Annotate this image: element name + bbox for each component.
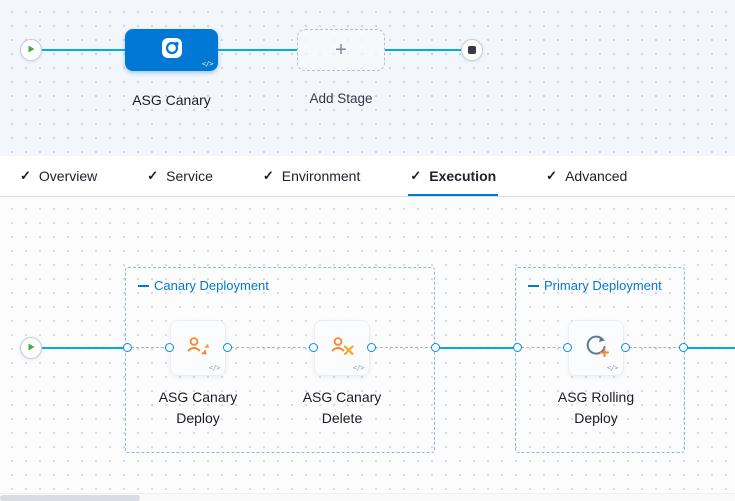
tab-label: Overview <box>38 168 98 184</box>
group-dash-icon <box>138 284 149 287</box>
edge-connector[interactable] <box>309 343 318 352</box>
stage-label: ASG Canary <box>132 92 211 108</box>
code-icon: </> <box>208 364 221 372</box>
code-icon: </> <box>606 364 619 372</box>
execution-edge <box>42 347 127 349</box>
tab-label: Execution <box>429 168 497 184</box>
execution-start-node <box>20 337 42 359</box>
scrollbar-thumb[interactable] <box>0 495 140 501</box>
edge-connector[interactable] <box>123 343 132 352</box>
pipeline-canvas: </> + ASG Canary Add Stage <box>0 0 735 156</box>
check-icon: ✓ <box>20 168 31 183</box>
asg-canary-deploy-icon <box>184 332 212 365</box>
check-icon: ✓ <box>147 168 159 183</box>
execution-edge-dashed <box>629 347 681 348</box>
group-dash-icon <box>528 284 539 287</box>
check-icon: ✓ <box>410 168 422 183</box>
tab-label: Environment <box>281 168 361 184</box>
edge-connector[interactable] <box>367 343 376 352</box>
pipeline-edge <box>385 49 461 51</box>
pipeline-edge <box>42 49 125 51</box>
edge-connector[interactable] <box>223 343 232 352</box>
step-label: ASG Canary Deploy <box>158 389 238 426</box>
check-icon: ✓ <box>262 168 274 183</box>
group-title: Primary Deployment <box>528 278 662 293</box>
group-title-label: Primary Deployment <box>544 278 662 293</box>
step-label: ASG Rolling Deploy <box>557 389 635 426</box>
tab-service[interactable]: ✓ Service <box>147 156 213 196</box>
stop-icon <box>468 46 476 54</box>
stage-tabs: ✓ Overview ✓ Service ✓ Environment ✓ Exe… <box>0 156 735 197</box>
edge-connector[interactable] <box>165 343 174 352</box>
step-asg-canary-deploy[interactable]: </> <box>170 320 226 376</box>
step-group-primary-deployment[interactable]: Primary Deployment <box>515 267 685 453</box>
edge-connector[interactable] <box>431 343 440 352</box>
add-stage-label: Add Stage <box>309 91 373 106</box>
tab-label: Advanced <box>565 168 628 184</box>
edge-connector[interactable] <box>679 343 688 352</box>
tab-execution[interactable]: ✓ Execution <box>408 156 498 196</box>
edge-connector[interactable] <box>563 343 572 352</box>
execution-edge-dashed <box>375 347 433 348</box>
plus-icon: + <box>335 38 347 61</box>
play-icon <box>26 339 36 357</box>
group-title-label: Canary Deployment <box>154 278 269 293</box>
play-icon <box>26 41 36 59</box>
harness-stage-icon <box>160 36 184 65</box>
tab-advanced[interactable]: ✓ Advanced <box>546 156 627 196</box>
pipeline-edge <box>218 49 297 51</box>
execution-edge <box>683 347 735 349</box>
stage-node-asg-canary[interactable]: </> <box>125 29 218 71</box>
code-icon: </> <box>352 364 365 372</box>
execution-edge-dashed <box>521 347 566 348</box>
tab-label: Service <box>166 168 213 184</box>
step-label: ASG Canary Delete <box>302 389 382 426</box>
group-title: Canary Deployment <box>138 278 269 293</box>
pipeline-end-node <box>461 39 483 61</box>
code-icon: </> <box>201 60 214 68</box>
execution-edge-dashed <box>231 347 311 348</box>
edge-connector[interactable] <box>621 343 630 352</box>
pipeline-start-node <box>20 39 42 61</box>
check-icon: ✓ <box>546 168 558 183</box>
edge-connector[interactable] <box>513 343 522 352</box>
horizontal-scrollbar[interactable] <box>0 493 735 501</box>
tab-overview[interactable]: ✓ Overview <box>20 156 97 196</box>
add-stage-button[interactable]: + <box>297 29 385 71</box>
execution-canvas: Canary Deployment Primary Deployment </> <box>0 197 735 493</box>
step-asg-canary-delete[interactable]: </> <box>314 320 370 376</box>
tab-environment[interactable]: ✓ Environment <box>263 156 361 196</box>
execution-edge-dashed <box>131 347 169 348</box>
step-group-canary-deployment[interactable]: Canary Deployment <box>125 267 435 453</box>
asg-rolling-deploy-icon <box>582 332 610 365</box>
execution-edge <box>435 347 517 349</box>
asg-canary-delete-icon <box>328 332 356 365</box>
step-asg-rolling-deploy[interactable]: </> <box>568 320 624 376</box>
